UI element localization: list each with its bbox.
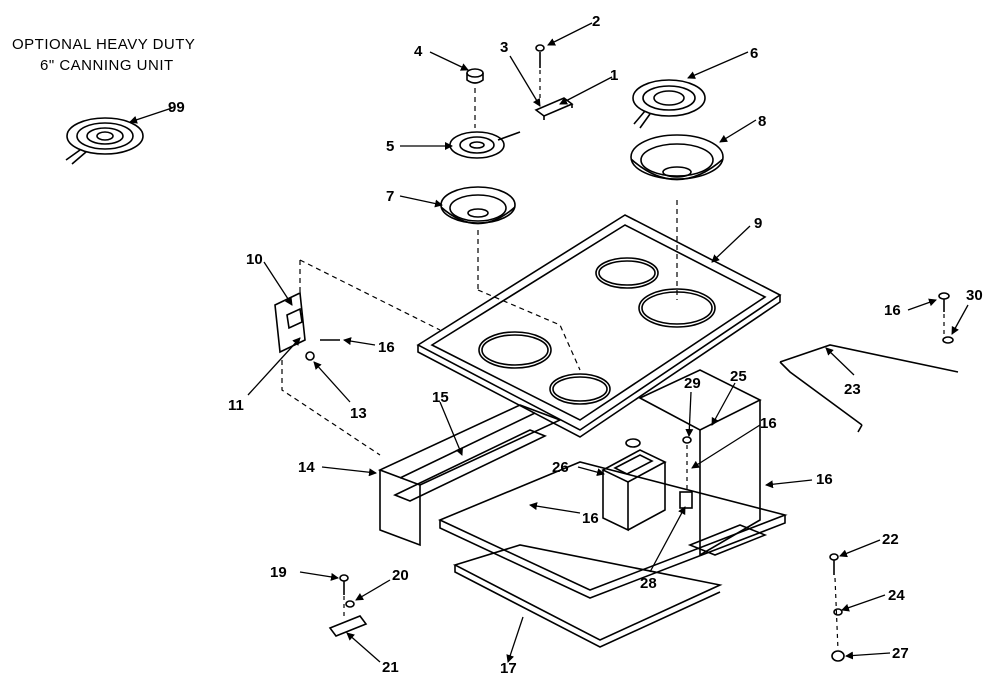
- screw-part: [535, 44, 545, 68]
- callout-20: 20: [392, 567, 409, 584]
- callout-7: 7: [386, 188, 394, 205]
- callout-26: 26: [552, 459, 569, 476]
- callout-25: 25: [730, 368, 747, 385]
- callout-23: 23: [844, 381, 861, 398]
- header-line-2: 6" CANNING UNIT: [40, 57, 174, 74]
- small-coil-element: [449, 131, 521, 159]
- callout-9: 9: [754, 215, 762, 232]
- callout-19: 19: [270, 564, 287, 581]
- screw-right: [938, 292, 954, 344]
- callout-13: 13: [350, 405, 367, 422]
- callout-3: 3: [500, 39, 508, 56]
- callout-15: 15: [432, 389, 449, 406]
- small-drip-pan: [440, 186, 516, 225]
- callout-16-mid-right: 16: [760, 415, 777, 432]
- callout-99: 99: [168, 99, 185, 116]
- canning-unit-coil: [65, 117, 144, 165]
- bottom-pan-lower: [452, 544, 723, 648]
- callout-24: 24: [888, 587, 905, 604]
- callout-28: 28: [640, 575, 657, 592]
- callout-16-center: 16: [582, 510, 599, 527]
- front-frame-rail: [377, 404, 563, 547]
- callout-1: 1: [610, 67, 618, 84]
- burner-box: [601, 438, 667, 532]
- callout-27: 27: [892, 645, 909, 662]
- callout-17: 17: [500, 660, 517, 677]
- callout-16-left: 16: [378, 339, 395, 356]
- terminal-block: [534, 97, 574, 120]
- knob-part: [466, 68, 484, 84]
- clip-part: [679, 436, 693, 509]
- callout-21: 21: [382, 659, 399, 676]
- callout-4: 4: [414, 43, 423, 60]
- callout-22: 22: [882, 531, 899, 548]
- large-coil-element: [632, 79, 706, 129]
- callout-11: 11: [228, 397, 244, 414]
- side-bracket: [274, 291, 315, 361]
- fastener-stack: [829, 553, 845, 662]
- callout-14: 14: [298, 459, 315, 476]
- callout-16-right: 16: [816, 471, 833, 488]
- wire-rod: [779, 344, 959, 433]
- callout-30: 30: [966, 287, 983, 304]
- lower-bracket: [328, 574, 368, 637]
- callout-29: 29: [684, 375, 701, 392]
- callout-6: 6: [750, 45, 758, 62]
- callout-2: 2: [592, 13, 600, 30]
- header-line-1: OPTIONAL HEAVY DUTY: [12, 36, 196, 53]
- callout-16-far-right: 16: [884, 302, 901, 319]
- callout-10: 10: [246, 251, 263, 268]
- cooktop-panel: [416, 214, 782, 438]
- bottom-pan-upper: [438, 461, 788, 599]
- callout-5: 5: [386, 138, 394, 155]
- large-drip-pan: [630, 134, 724, 181]
- callout-8: 8: [758, 113, 766, 130]
